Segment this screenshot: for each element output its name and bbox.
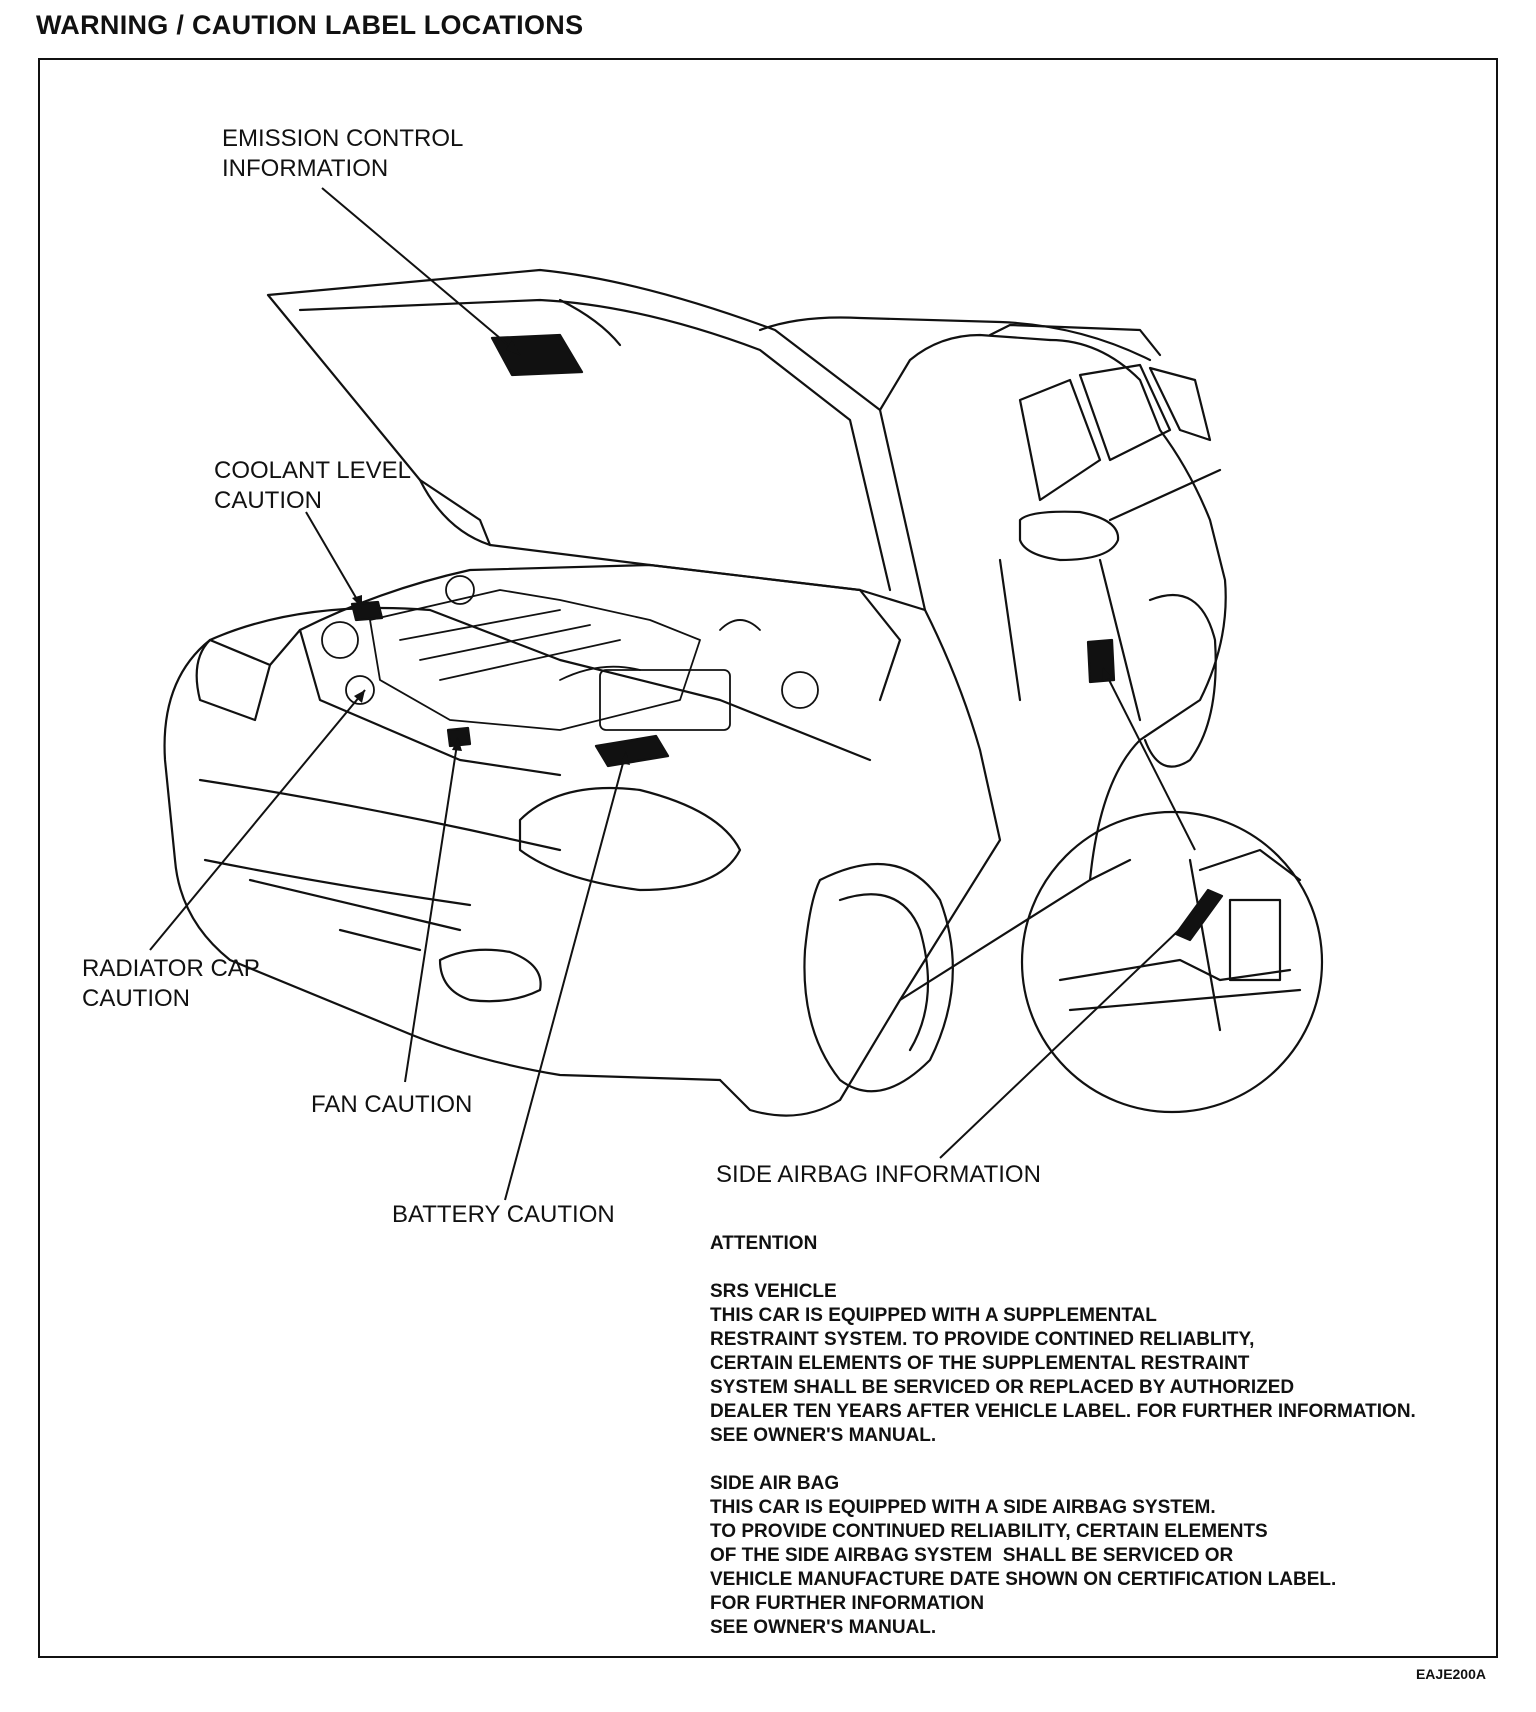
callout-coolant-level: COOLANT LEVEL CAUTION: [214, 457, 411, 514]
srs-heading: SRS VEHICLE: [710, 1281, 837, 1302]
coolant-label-patch: [350, 600, 384, 622]
front-wheel: [803, 862, 954, 1093]
srs-body: THIS CAR IS EQUIPPED WITH A SUPPLEMENTAL…: [710, 1305, 1416, 1446]
door-label-patch: [1086, 638, 1116, 684]
open-hood: [266, 268, 927, 612]
side-air-bag-heading: SIDE AIR BAG: [710, 1473, 840, 1494]
callout-emission-control: EMISSION CONTROL INFORMATION: [222, 125, 464, 182]
rear-wheel: [1143, 593, 1217, 768]
battery-label-patch: [594, 734, 670, 768]
attention-notice: ATTENTION SRS VEHICLE THIS CAR IS EQUIPP…: [710, 1232, 1416, 1664]
callout-side-airbag: SIDE AIRBAG INFORMATION: [716, 1161, 1041, 1188]
airbag-detail-circle: [1020, 810, 1324, 1114]
side-air-bag-body: THIS CAR IS EQUIPPED WITH A SIDE AIRBAG …: [710, 1497, 1337, 1638]
diagram-frame: [38, 58, 1498, 1658]
vehicle-body: [163, 316, 1227, 1117]
callout-radiator-cap: RADIATOR CAP CAUTION: [82, 955, 260, 1012]
attention-heading: ATTENTION: [710, 1233, 818, 1254]
callout-battery: BATTERY CAUTION: [392, 1201, 615, 1228]
engine-block: [321, 575, 819, 731]
figure-code: EAJE200A: [1415, 1666, 1486, 1682]
emission-label-patch: [490, 333, 584, 377]
page-title: WARNING / CAUTION LABEL LOCATIONS: [36, 10, 584, 40]
callout-fan: FAN CAUTION: [311, 1091, 473, 1118]
fan-label-patch: [446, 726, 472, 748]
